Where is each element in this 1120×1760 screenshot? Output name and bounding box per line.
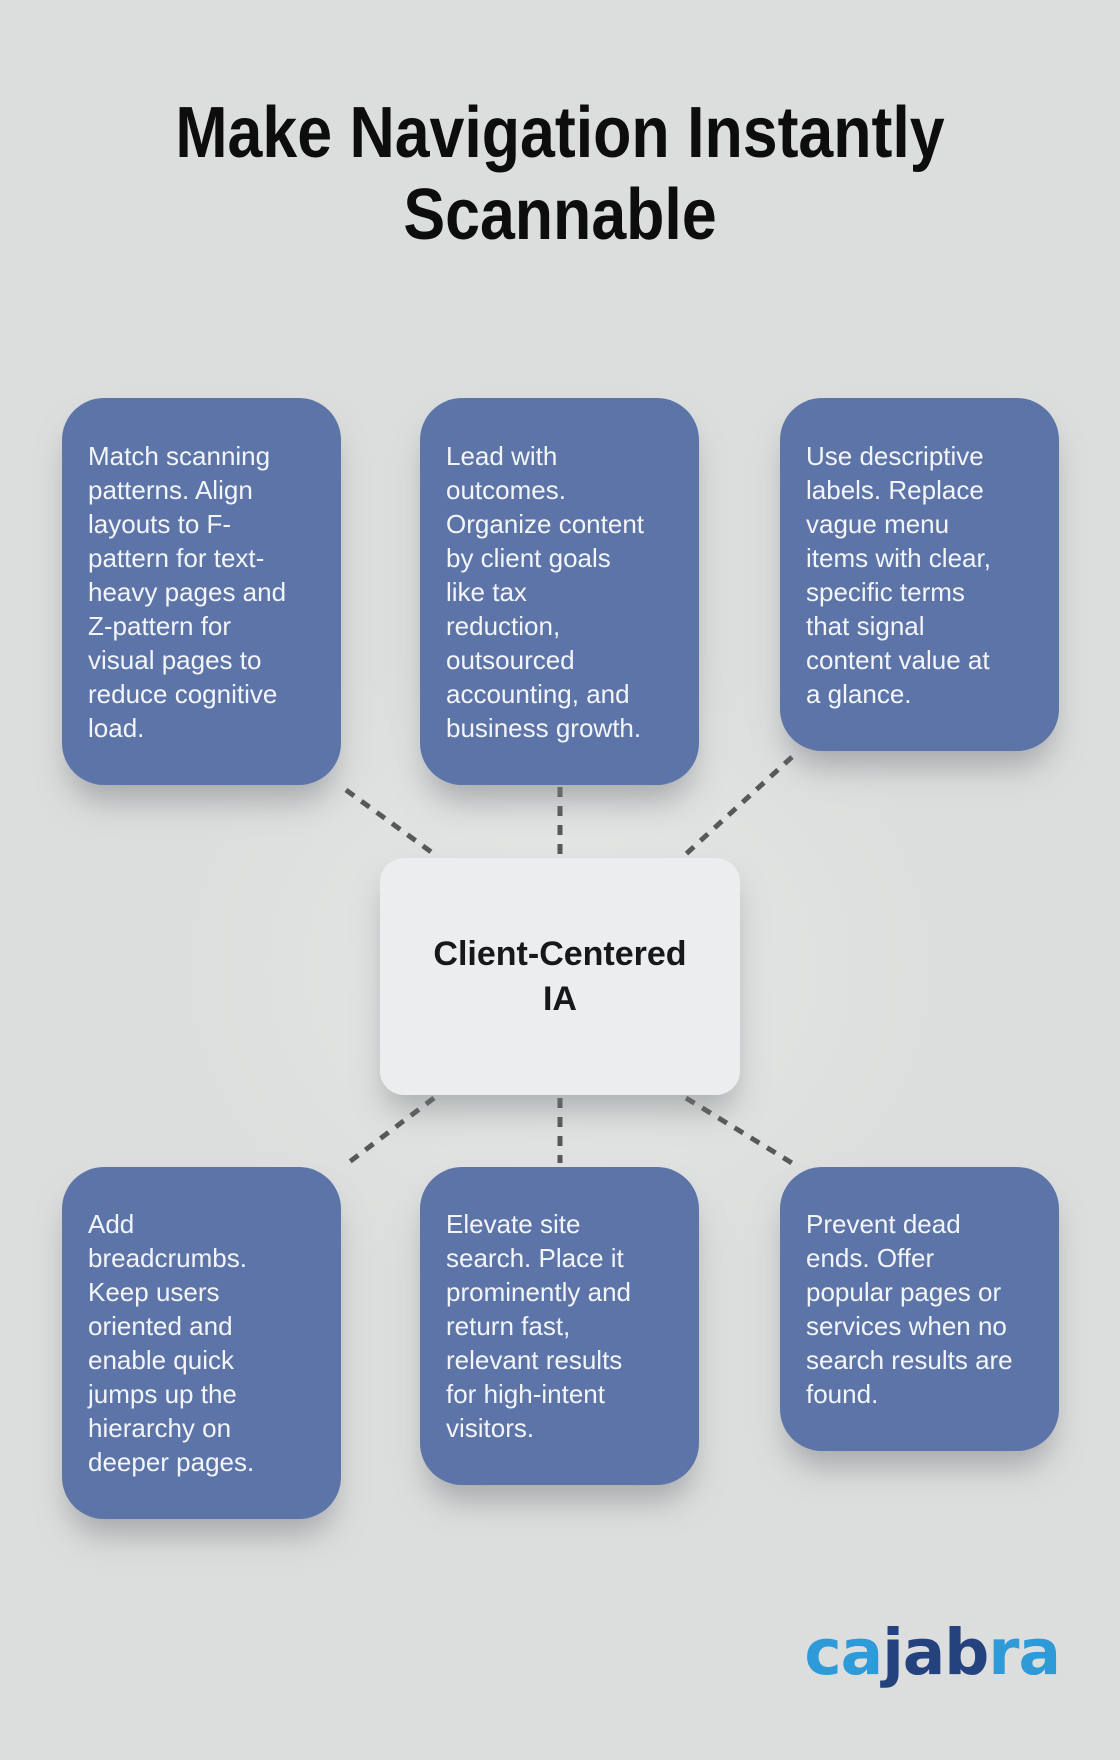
node-bottom-left: Add breadcrumbs. Keep users oriented and… [62,1167,341,1519]
logo-text-part3: ra [988,1616,1061,1689]
node-top-left-text: Match scanning patterns. Align layouts t… [88,440,287,743]
node-top-right: Use descriptive labels. Replace vague me… [780,398,1059,751]
center-node: Client-Centered IA [380,858,740,1095]
node-top-middle-text: Lead with outcomes. Organize content by … [446,440,645,743]
connector-top-right [684,755,794,856]
connector-bottom-left [346,1096,436,1165]
node-bottom-right-text: Prevent dead ends. Offer popular pages o… [806,1209,1013,1409]
cajabra-logo: cajabra [804,1616,1061,1689]
logo-text-part2: jab [882,1616,989,1689]
center-node-label: Client-Centered IA [433,934,687,1018]
logo-text-part1: ca [804,1616,883,1689]
page-title: Make Navigation Instantly Scannable [175,93,945,255]
connector-bottom-right [684,1095,794,1166]
node-top-right-text: Use descriptive labels. Replace vague me… [806,440,991,709]
node-top-left: Match scanning patterns. Align layouts t… [62,398,341,785]
node-bottom-middle: Elevate site search. Place it prominentl… [420,1167,699,1485]
node-bottom-right: Prevent dead ends. Offer popular pages o… [780,1167,1059,1451]
node-top-middle: Lead with outcomes. Organize content by … [420,398,699,785]
connector-top-left [344,787,436,857]
node-bottom-middle-text: Elevate site search. Place it prominentl… [446,1209,631,1443]
node-bottom-left-text: Add breadcrumbs. Keep users oriented and… [88,1209,255,1477]
